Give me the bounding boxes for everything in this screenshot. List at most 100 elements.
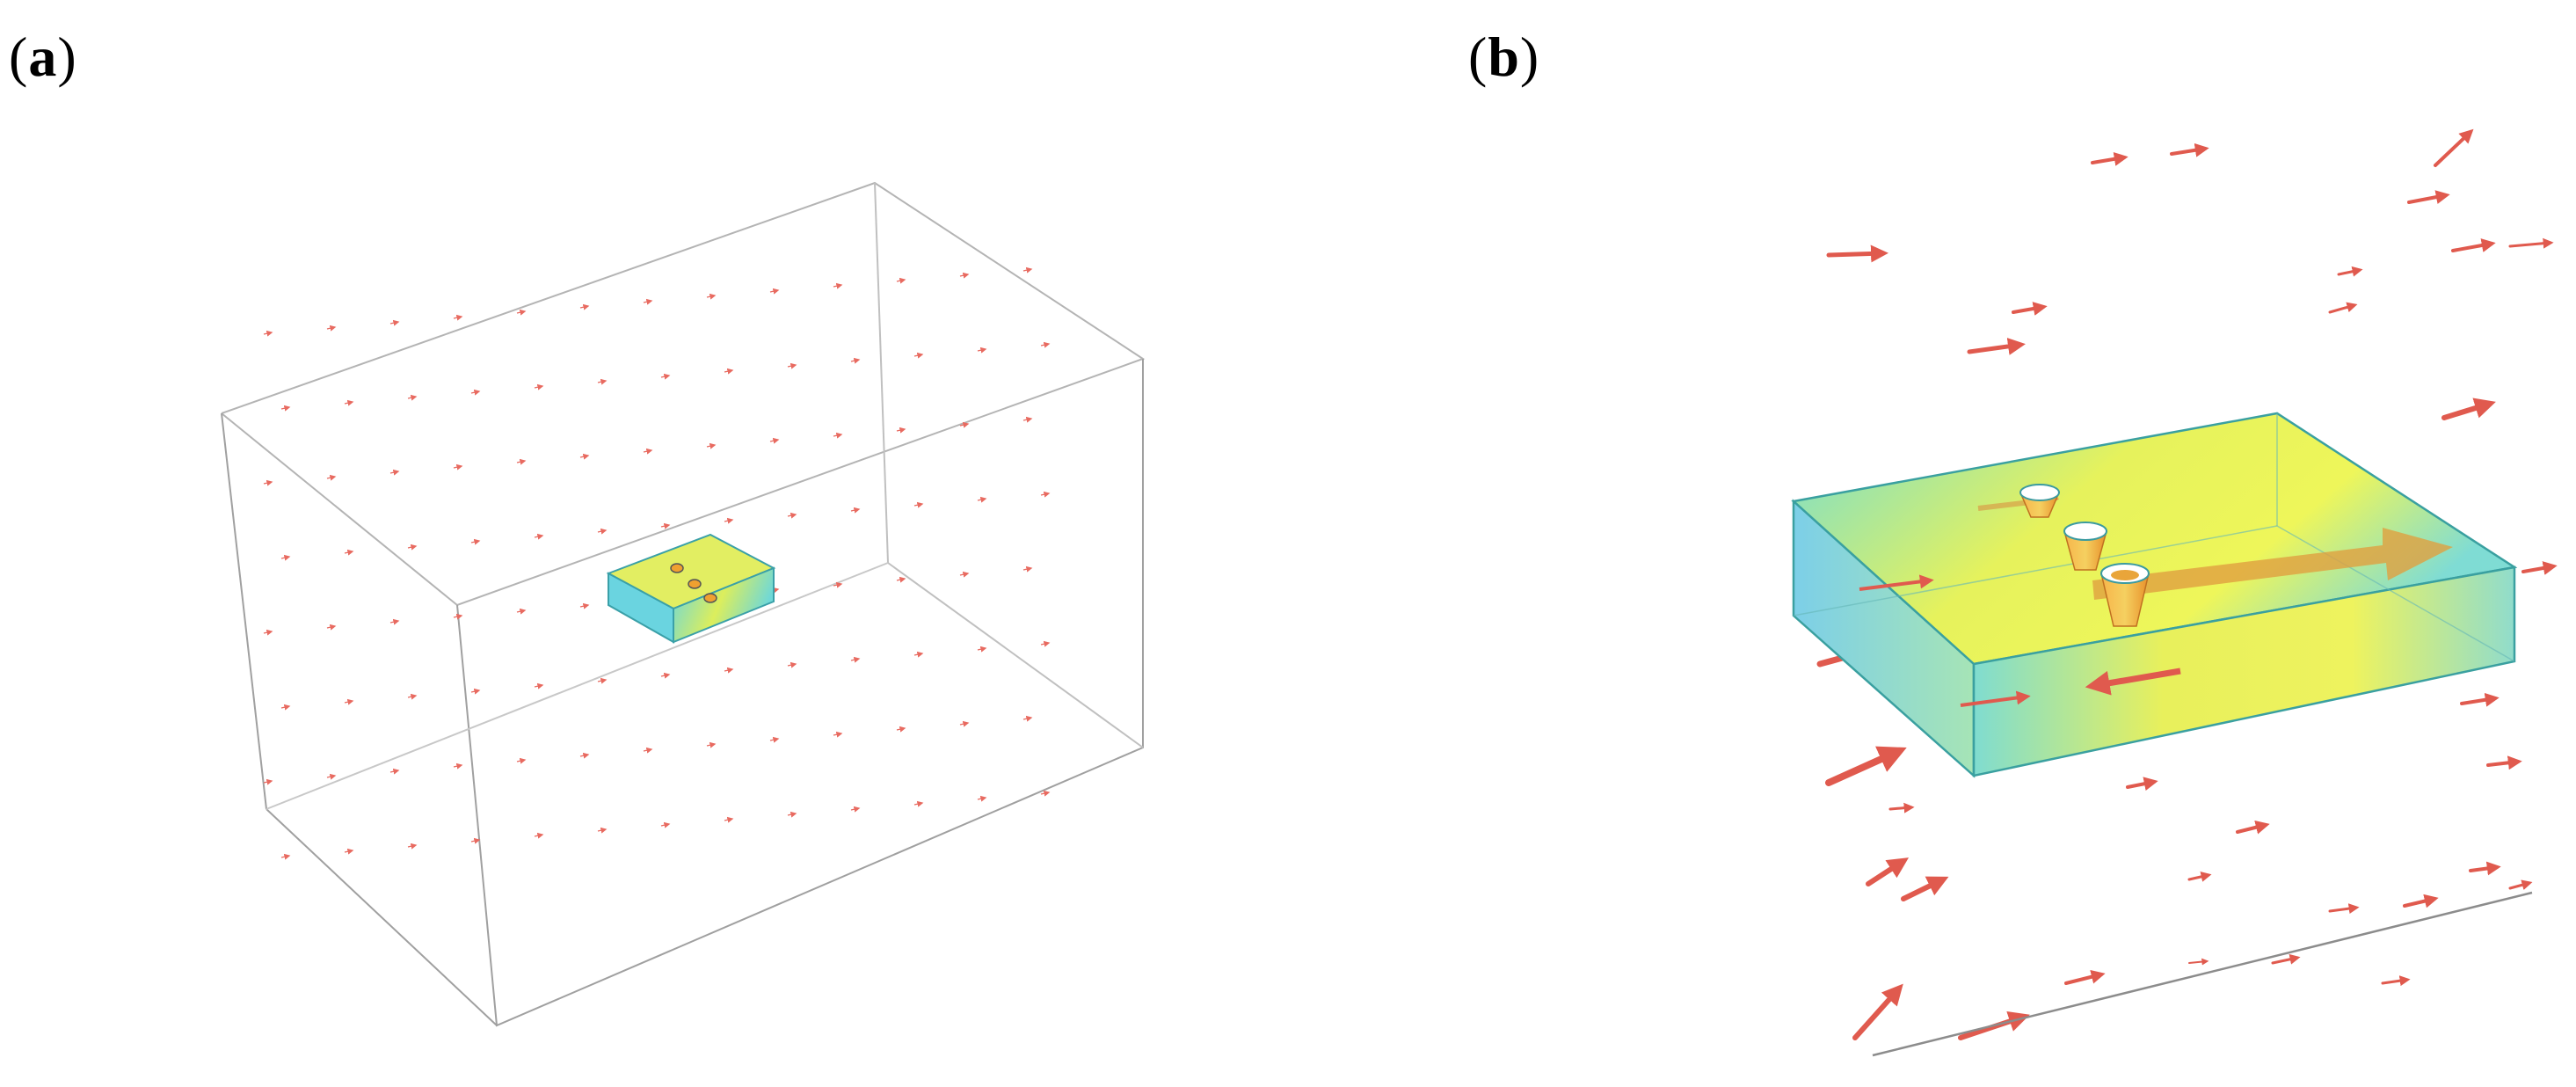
velocity-arrow-icon	[660, 672, 671, 679]
velocity-arrow-icon	[1022, 565, 1033, 573]
velocity-arrow-icon	[660, 821, 671, 828]
velocity-arrow-icon	[977, 347, 987, 354]
velocity-arrow-icon	[534, 832, 544, 839]
velocity-arrow-icon	[453, 314, 463, 321]
velocity-arrow-icon	[2126, 777, 2158, 792]
panel-label-b: (b)	[1468, 26, 1540, 88]
velocity-arrow-icon	[389, 319, 400, 326]
velocity-arrow-icon	[326, 773, 337, 780]
velocity-arrow-icon	[850, 357, 861, 364]
velocity-arrow-icon	[850, 656, 861, 663]
velocity-arrow-icon	[2486, 755, 2522, 770]
velocity-arrow-icon	[470, 837, 481, 844]
velocity-arrow-icon	[2337, 266, 2363, 277]
velocity-arrow-icon	[1040, 341, 1051, 348]
velocity-arrow-icon	[769, 736, 780, 743]
velocity-arrow-icon	[407, 693, 418, 700]
velocity-arrow-icon	[977, 646, 987, 653]
velocity-arrow-icon	[977, 795, 987, 802]
velocity-arrow-icon	[2271, 953, 2301, 965]
velocity-arrow-icon	[2064, 969, 2106, 985]
velocity-arrow-icon	[2328, 903, 2360, 915]
velocity-arrow-icon	[263, 778, 273, 785]
velocity-arrow-icon	[913, 501, 924, 508]
velocity-arrow-icon	[2187, 872, 2212, 882]
velocity-arrow-icon	[1967, 338, 2026, 355]
velocity-arrow-icon	[1022, 266, 1033, 274]
velocity-arrow-icon	[769, 437, 780, 444]
velocity-arrow-icon	[959, 421, 970, 428]
velocity-arrow-icon	[2091, 151, 2128, 166]
velocity-arrow-icon	[389, 618, 400, 625]
velocity-arrow-icon	[453, 613, 463, 620]
velocity-arrow-icon	[1825, 746, 1907, 786]
velocity-arrow-icon	[2469, 861, 2501, 876]
panel-b-zoom-view	[1791, 128, 2558, 1057]
velocity-arrow-icon	[833, 731, 843, 738]
velocity-arrow-icon	[597, 528, 608, 535]
velocity-arrow-icon	[280, 853, 291, 860]
velocity-arrow-icon	[2381, 975, 2411, 987]
velocity-arrow-icon	[579, 303, 590, 310]
velocity-arrow-icon	[597, 827, 608, 834]
velocity-arrow-icon	[579, 602, 590, 609]
velocity-arrow-icon	[2508, 879, 2533, 890]
velocity-arrow-icon	[724, 368, 734, 375]
velocity-arrow-icon	[453, 463, 463, 471]
velocity-arrow-icon	[263, 479, 273, 486]
velocity-arrow-icon	[2451, 238, 2496, 252]
velocity-arrow-icon	[2460, 692, 2500, 707]
velocity-arrow-icon	[280, 704, 291, 711]
velocity-arrow-icon	[1040, 491, 1051, 498]
velocity-arrow-icon	[959, 571, 970, 578]
main-flow-arrow-icon	[2092, 528, 2453, 600]
velocity-arrow-icon	[516, 757, 527, 764]
velocity-arrow-icon	[706, 293, 717, 300]
velocity-arrow-icon	[579, 453, 590, 460]
domain-edge-line	[1872, 891, 2533, 1057]
velocity-arrow-icon	[850, 806, 861, 813]
velocity-arrow-icon	[344, 698, 354, 705]
velocity-arrow-icon	[833, 581, 843, 588]
velocity-arrow-icon	[833, 432, 843, 439]
velocity-arrow-icon	[534, 682, 544, 689]
velocity-arrow-icon	[706, 741, 717, 748]
velocity-arrow-icon	[389, 768, 400, 775]
velocity-arrow-icon	[1866, 857, 1910, 886]
velocity-arrow-icon	[896, 277, 906, 284]
velocity-arrow-icon	[280, 554, 291, 561]
velocity-arrow-icon	[1826, 244, 1888, 263]
velocity-arrow-icon	[913, 352, 924, 359]
velocity-arrow-icon	[1852, 983, 1903, 1040]
velocity-arrow-icon	[516, 608, 527, 615]
velocity-arrow-icon	[389, 469, 400, 476]
velocity-arrow-icon	[1040, 640, 1051, 647]
velocity-arrow-icon	[959, 272, 970, 279]
velocity-arrow-icon	[1022, 715, 1033, 722]
velocity-arrow-icon	[913, 651, 924, 658]
velocity-arrow-icon	[2521, 561, 2558, 575]
velocity-arrow-icon	[280, 405, 291, 412]
velocity-arrow-icon	[2236, 820, 2270, 835]
velocity-arrow-icon	[326, 624, 337, 631]
velocity-arrow-icon	[2441, 398, 2496, 420]
velocity-arrow-icon	[470, 389, 481, 396]
velocity-arrow-icon	[787, 661, 797, 668]
velocity-arrow-icon	[263, 629, 273, 636]
velocity-arrow-icon	[534, 533, 544, 540]
velocity-arrow-icon	[2328, 302, 2358, 314]
velocity-arrow-icon	[344, 848, 354, 855]
velocity-arrow-icon	[643, 298, 653, 305]
velocity-arrow-icon	[516, 458, 527, 465]
velocity-arrow-icon	[959, 720, 970, 727]
velocity-arrow-icon	[833, 282, 843, 289]
velocity-arrow-icon	[2188, 958, 2209, 966]
velocity-arrow-icon	[344, 549, 354, 556]
velocity-arrow-icon	[2403, 894, 2439, 908]
domain-box-edges	[221, 181, 1146, 1027]
velocity-arrow-icon	[724, 517, 734, 524]
velocity-arrow-icon	[326, 325, 337, 332]
velocity-arrow-icon	[2508, 237, 2554, 249]
velocity-arrow-icon	[787, 512, 797, 519]
cone-hole-icon	[2019, 484, 2150, 627]
